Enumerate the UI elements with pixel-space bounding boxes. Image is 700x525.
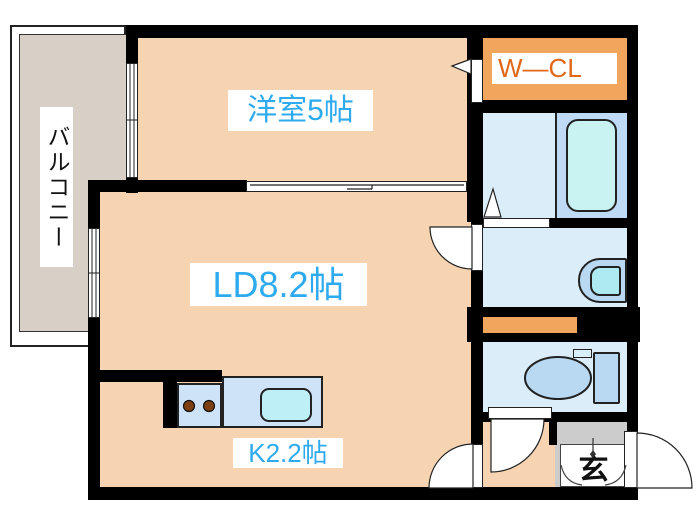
wall-closet-bottom xyxy=(467,100,627,113)
balcony-label: バルコニー xyxy=(40,107,73,267)
wall-toilet-bottom xyxy=(483,412,638,422)
wall-toilet-left xyxy=(471,342,483,422)
stove-unit xyxy=(177,383,222,428)
room-living-dining-label: LD8.2帖 xyxy=(190,263,367,306)
entrance-door-arc xyxy=(636,432,693,489)
bathtub xyxy=(566,119,617,212)
wall-room-divider xyxy=(88,180,247,192)
storage-shelf xyxy=(483,317,577,333)
room-western-label: 洋室5帖 xyxy=(228,90,373,131)
window-living xyxy=(88,228,100,318)
washbasin-bowl xyxy=(590,266,621,296)
wall-genkan-stub xyxy=(549,422,557,445)
walk-in-closet-label: W―CL xyxy=(492,53,617,84)
bath-door-leaf xyxy=(483,218,550,228)
toilet-flush-button xyxy=(573,349,592,358)
wall-bottom xyxy=(88,487,638,500)
wall-kitchen-stub xyxy=(163,382,177,428)
wall-kitchen-top xyxy=(88,370,222,382)
wall-bath-bottom xyxy=(550,218,627,228)
window-western xyxy=(126,63,138,178)
wall-right xyxy=(627,25,638,500)
closet-door-leaf xyxy=(471,59,483,103)
sliding-door xyxy=(246,181,467,192)
washroom-door-leaf xyxy=(471,224,483,271)
room-kitchen-label: K2.2帖 xyxy=(233,438,343,468)
wall-core-upper xyxy=(467,25,483,222)
genkan-label: 玄 xyxy=(560,444,627,487)
toilet-door-leaf xyxy=(488,407,552,419)
hallway-floor xyxy=(483,422,555,488)
entrance-door-leaf xyxy=(624,431,638,488)
kitchen-sink xyxy=(260,388,312,422)
kitchen-door-leaf xyxy=(467,444,483,488)
wall-top xyxy=(126,25,638,38)
toilet-tank xyxy=(593,352,620,404)
